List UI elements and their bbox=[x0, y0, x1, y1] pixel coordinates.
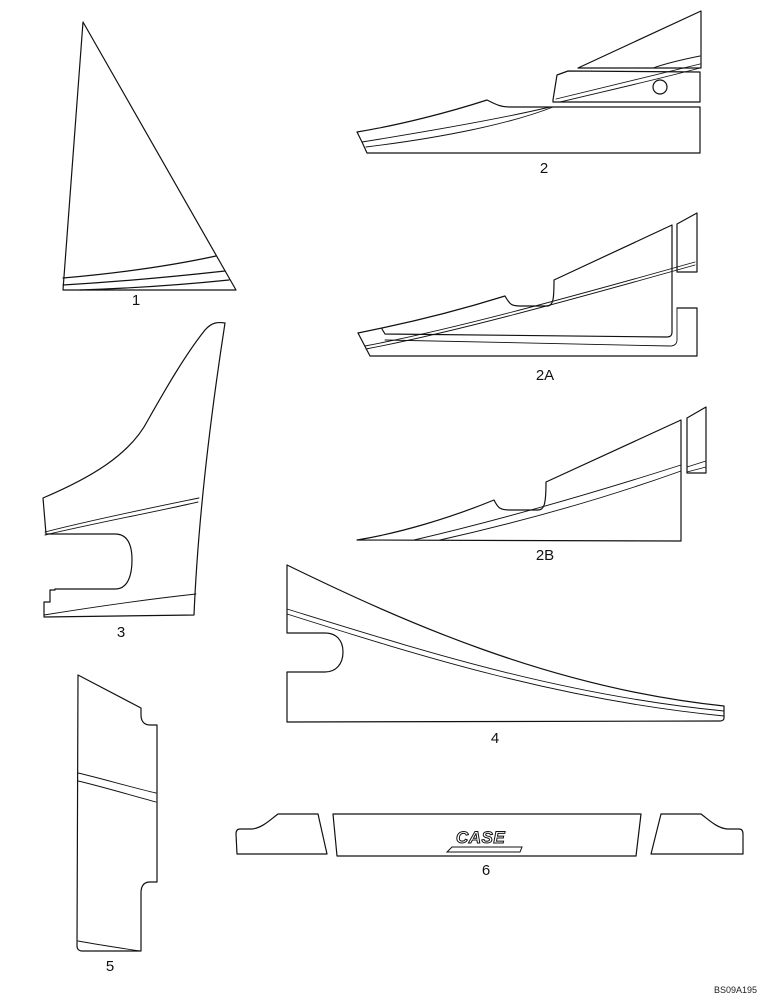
part-4-decal bbox=[286, 564, 725, 723]
part-2a-label: 2A bbox=[536, 367, 554, 384]
part-5-label: 5 bbox=[106, 958, 114, 975]
part-2-decal bbox=[356, 10, 702, 154]
part-1-decal bbox=[62, 21, 237, 291]
svg-text:CASE: CASE bbox=[456, 828, 505, 847]
reference-code: BS09A195 bbox=[714, 985, 757, 995]
part-3-label: 3 bbox=[117, 624, 125, 641]
part-4-label: 4 bbox=[491, 730, 499, 747]
part-2b-decal bbox=[356, 406, 707, 542]
part-2-label: 2 bbox=[540, 160, 548, 177]
part-3-decal bbox=[42, 321, 226, 618]
case-logo: CASE bbox=[445, 828, 523, 853]
part-5-decal bbox=[76, 674, 158, 952]
part-2a-decal bbox=[357, 212, 698, 357]
part-6-label: 6 bbox=[482, 862, 490, 879]
part-6-decal bbox=[235, 813, 744, 857]
part-2b-label: 2B bbox=[536, 547, 554, 564]
part-1-label: 1 bbox=[132, 292, 140, 309]
